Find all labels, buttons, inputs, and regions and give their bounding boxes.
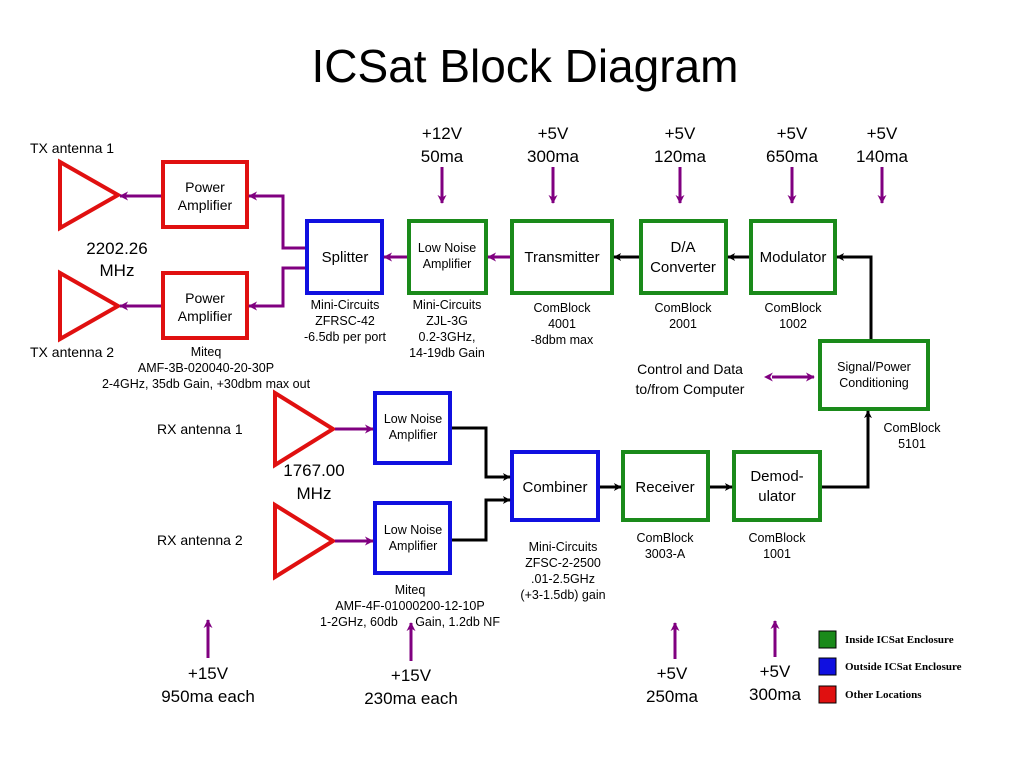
tx-antenna-1-label: TX antenna 1 [30,140,114,156]
rx-antenna-1-symbol [273,389,337,469]
combiner-block [510,450,600,522]
legend-label-inside: Inside ICSat Enclosure [845,634,954,646]
rx-low-noise-amplifier-1 [373,391,452,465]
legend-swatch-outside [818,657,837,676]
legend: Inside ICSat Enclosure Outside ICSat Enc… [818,630,962,704]
combiner-label: Combiner [522,479,587,496]
arrow-demodulator-to-conditioning [822,410,872,489]
splitter-label: Splitter [322,249,369,266]
receiver-block [621,450,710,522]
arrow-conditioning-to-modulator [836,253,873,340]
power-amplifier-2 [161,271,249,340]
tx-antenna-1-symbol [58,158,123,232]
legend-swatch-inside [818,630,837,649]
legend-label-other: Other Locations [845,689,922,701]
rx-antenna-2-label: RX antenna 2 [157,532,243,548]
splitter-block [305,219,384,295]
signal-power-conditioning-block [818,339,930,411]
page-title: ICSat Block Diagram [312,40,739,92]
arrow-lna2-to-combiner [452,496,511,542]
tx-antenna-2-symbol [58,269,123,343]
modulator-block [749,219,837,295]
modulator-label: Modulator [760,249,827,266]
rx-antenna-1-label: RX antenna 1 [157,421,243,437]
arrow-splitter-to-pa1 [248,191,305,250]
legend-swatch-other [818,685,837,704]
tx-antenna-2-label: TX antenna 2 [30,344,114,360]
demodulator-label: Demod-ulator [750,468,803,505]
da-converter-block [639,219,728,295]
transmitter-block [510,219,614,295]
rx-low-noise-amplifier-2 [373,501,452,575]
legend-label-outside: Outside ICSat Enclosure [845,661,962,673]
receiver-label: Receiver [635,479,694,496]
transmitter-label: Transmitter [524,249,599,266]
power-amplifier-1 [161,160,249,229]
arrow-lna1-to-combiner [452,426,511,481]
arrow-splitter-to-pa2 [248,266,305,311]
demodulator-block [732,450,822,522]
rx-antenna-2-symbol [273,501,337,581]
tx-low-noise-amplifier [407,219,488,295]
